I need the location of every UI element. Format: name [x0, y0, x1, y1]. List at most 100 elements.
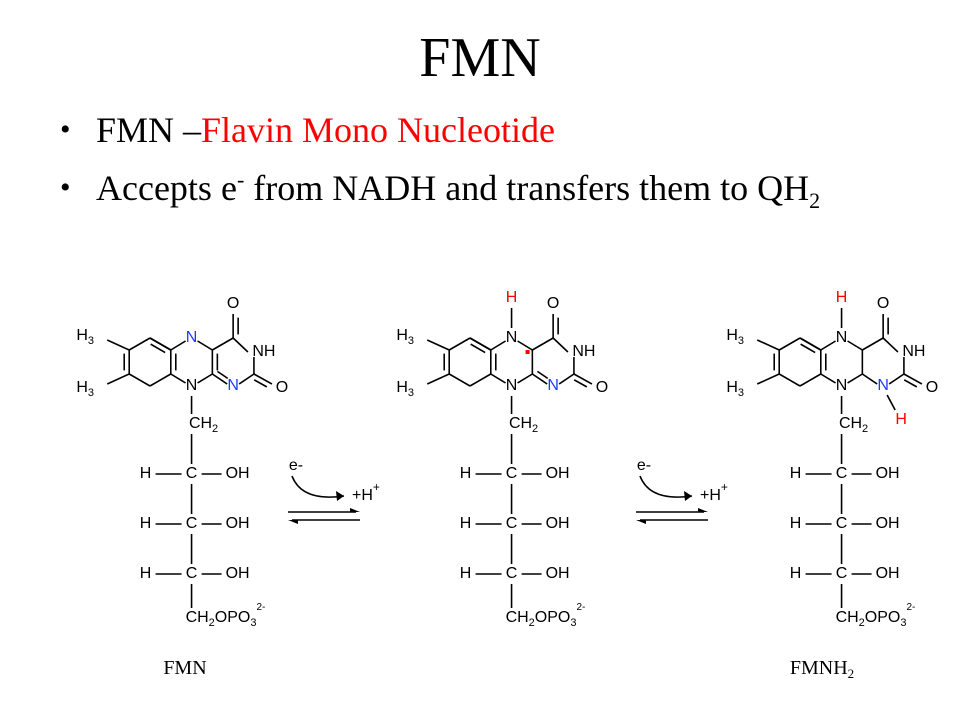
bullet-electron-transfer: • Accepts e- from NADH and transfers the… [60, 166, 930, 212]
captions-layer: FMN FMNH2 [163, 657, 854, 681]
bond [128, 337, 151, 351]
bullet1-prefix: FMN – [96, 110, 202, 150]
bond [799, 337, 822, 351]
atom-hydrogen: H [790, 515, 802, 532]
methyl-group: H3 [396, 327, 414, 347]
atom-n1: N [227, 377, 239, 394]
atom-hydrogen: H [140, 565, 152, 582]
atom-ch2: CH2 [189, 415, 218, 435]
bond [197, 373, 213, 384]
atom-n5: N [506, 329, 518, 346]
atom-carbon: C [836, 465, 848, 482]
bond [469, 373, 492, 387]
atom-oh: OH [876, 465, 900, 482]
bond [886, 394, 896, 411]
atom-oxygen: O [877, 295, 889, 312]
arrowhead [350, 508, 360, 512]
atom-oh: OH [546, 515, 570, 532]
atom-carbon: C [186, 515, 198, 532]
bond [150, 343, 166, 354]
bond [903, 379, 918, 388]
atom-oh: OH [546, 565, 570, 582]
methyl-group: H3 [726, 379, 744, 399]
bullet-dot-icon: • [60, 171, 71, 204]
atom-n10: N [836, 377, 848, 394]
bullet-dot-icon: • [60, 113, 71, 146]
atom-hydrogen: H [790, 465, 802, 482]
atom-carbon: C [836, 515, 848, 532]
atom-oh: OH [876, 515, 900, 532]
arrowhead [698, 508, 708, 512]
bond [106, 373, 130, 385]
atom-oxygen: O [227, 295, 239, 312]
bond [197, 340, 213, 351]
bond [448, 337, 471, 351]
bond [820, 340, 836, 351]
arrowhead [336, 491, 344, 501]
atom-hydrogen: H [140, 515, 152, 532]
atom-ch2: CH2 [509, 415, 538, 435]
bullet2-sup: - [236, 167, 245, 192]
atom-added-h: H [506, 289, 518, 306]
bond [170, 340, 186, 351]
phosphate-group: CH2OPO32- [836, 602, 916, 629]
proton-label: +H+ [700, 480, 728, 504]
atom-oxygen: O [547, 295, 559, 312]
bond [552, 337, 569, 353]
atom-hydrogen: H [460, 465, 472, 482]
atom-n5: N [836, 329, 848, 346]
atom-carbon: C [506, 565, 518, 582]
bond [216, 370, 229, 380]
bond [170, 373, 186, 384]
methyl-group: H3 [76, 327, 94, 347]
arrowhead [636, 520, 646, 524]
bond [573, 373, 593, 385]
electron-label: e- [289, 457, 303, 474]
atom-hydrogen: H [140, 465, 152, 482]
methyl-group: H3 [396, 379, 414, 399]
methyl-group: H3 [76, 379, 94, 399]
bond [426, 339, 450, 351]
atom-oh: OH [226, 465, 250, 482]
bond [426, 373, 450, 385]
atom-nh: NH [252, 343, 275, 360]
bond [253, 373, 273, 385]
radical-dot [525, 350, 530, 354]
bond [211, 337, 234, 351]
bond [558, 373, 575, 385]
arrowhead [288, 520, 298, 524]
caption-fmn: FMN [163, 657, 206, 679]
electron-label: e- [637, 457, 651, 474]
bond [517, 373, 533, 384]
bond [531, 337, 554, 351]
bullet2-text-a: Accepts e [96, 168, 237, 208]
atom-n10: N [506, 377, 518, 394]
atom-ch2: CH2 [839, 415, 868, 435]
bond [470, 343, 486, 354]
bond [861, 337, 884, 351]
atom-carbon: C [506, 465, 518, 482]
bond [799, 373, 822, 387]
atom-hydrogen: H [790, 565, 802, 582]
atom-oxygen: O [276, 379, 288, 396]
atom-oxygen: O [596, 379, 608, 396]
bullet2-text-b: from NADH and transfers them to QH [244, 168, 810, 208]
atom-carbon: C [186, 465, 198, 482]
bond [888, 373, 905, 385]
atom-n1: N [547, 377, 559, 394]
methyl-group: H3 [726, 327, 744, 347]
bullet1-highlight: Flavin Mono Nucleotide [201, 110, 555, 150]
bond [756, 339, 780, 351]
slide-title: FMN [419, 27, 541, 89]
bond [847, 340, 863, 351]
atom-carbon: C [506, 515, 518, 532]
bond [232, 337, 249, 353]
atom-oh: OH [876, 565, 900, 582]
bond [517, 340, 533, 351]
bond [861, 373, 878, 385]
atom-carbon: C [836, 565, 848, 582]
atom-oh: OH [546, 465, 570, 482]
